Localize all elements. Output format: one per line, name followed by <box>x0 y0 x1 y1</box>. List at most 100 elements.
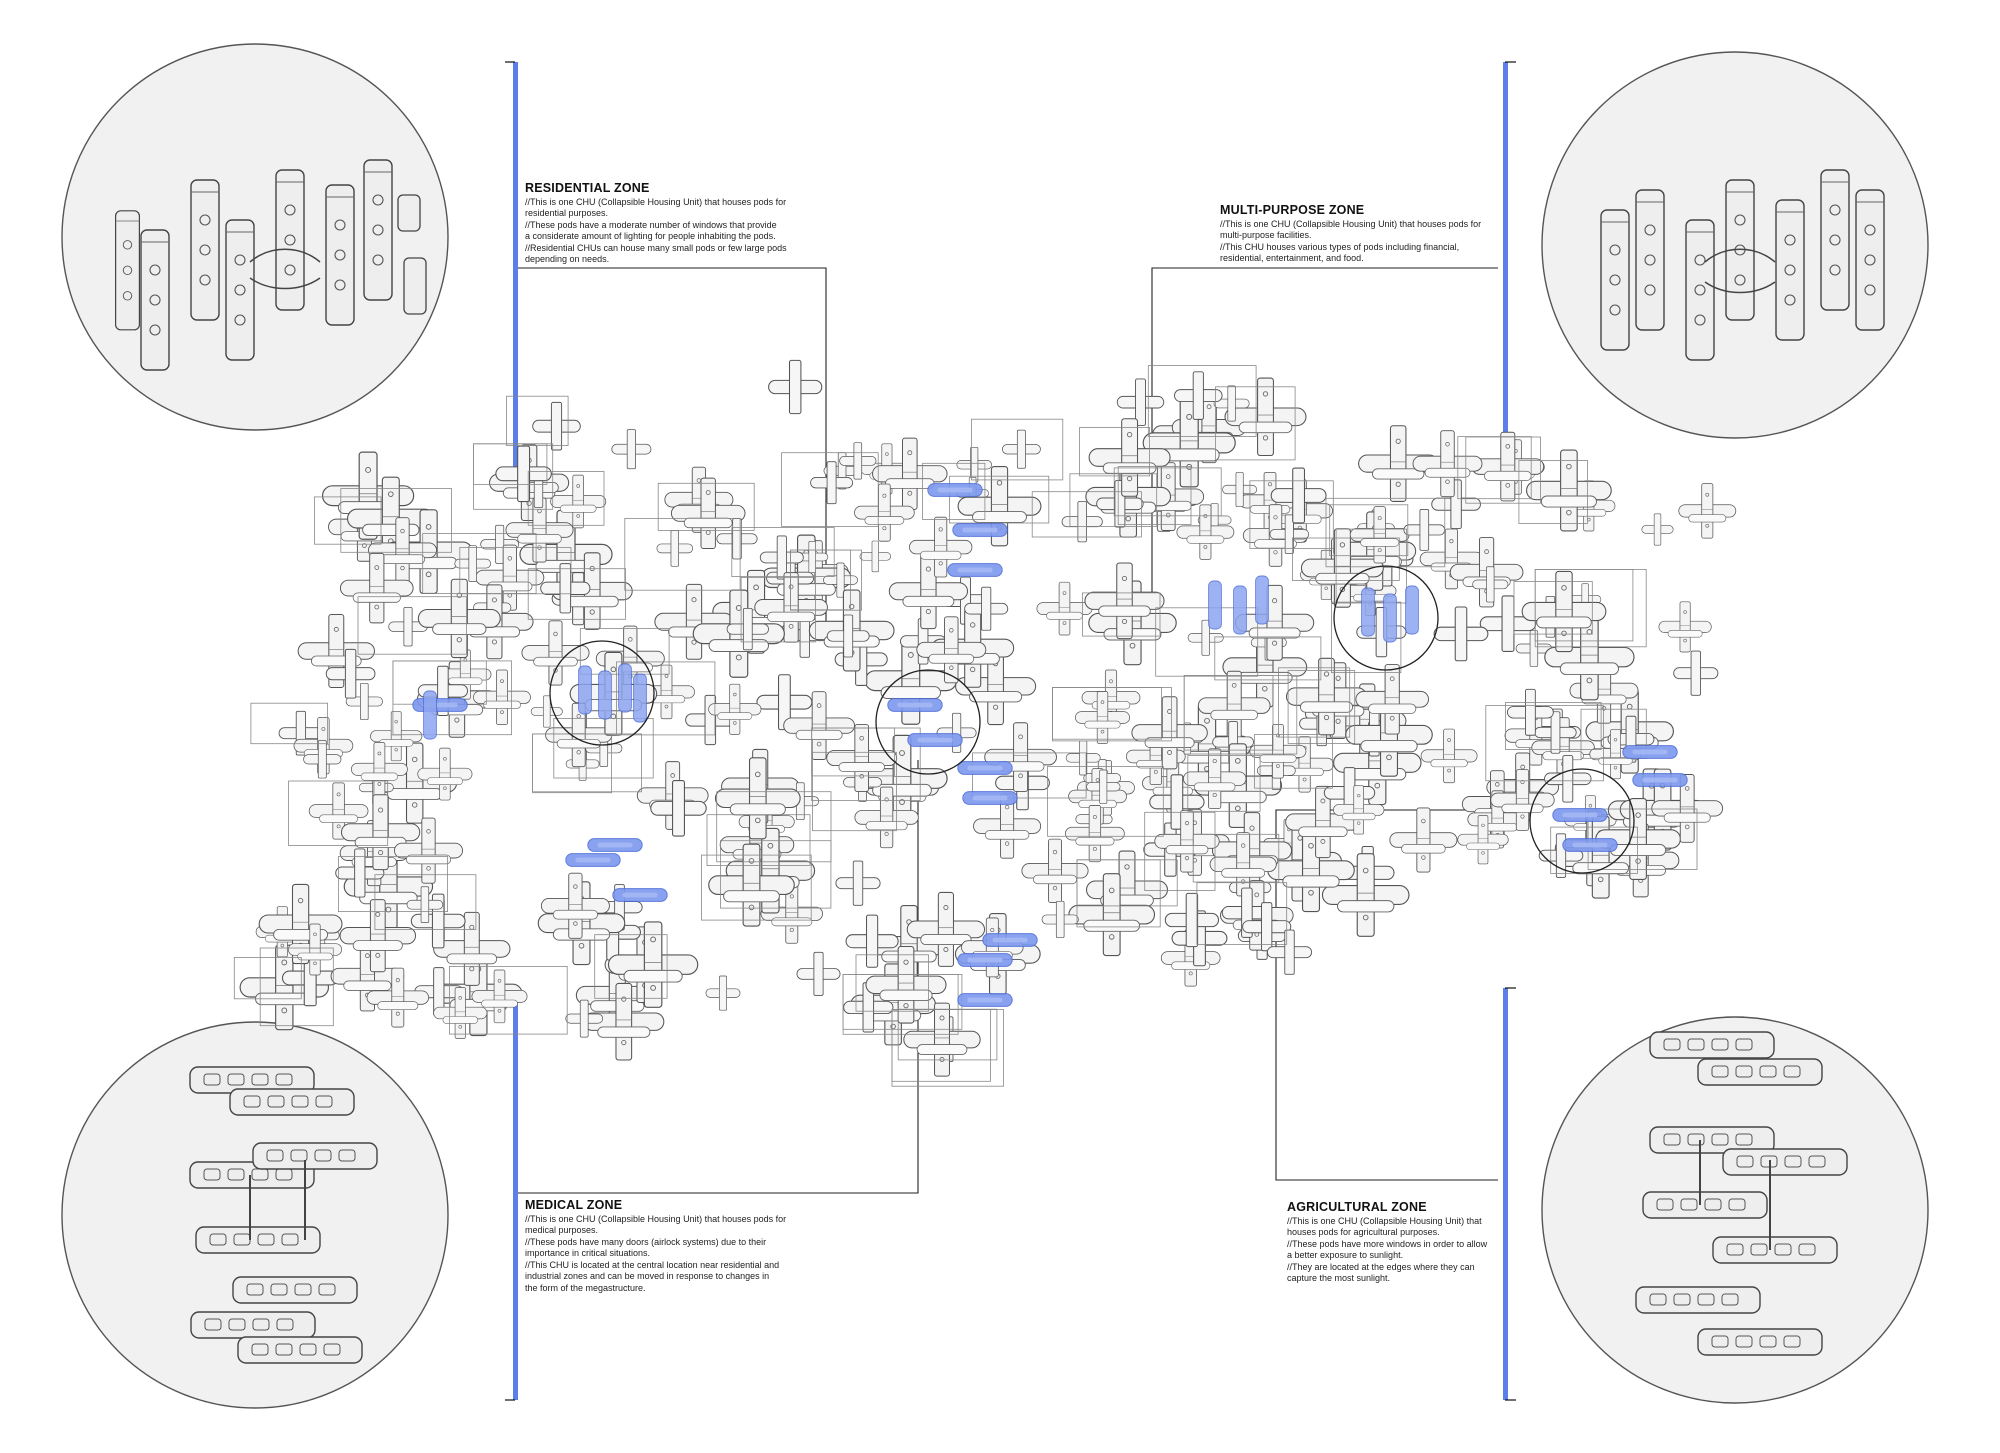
highlighted-pod <box>412 698 468 712</box>
structure-frame <box>422 533 537 594</box>
highlighted-pod <box>1405 585 1419 635</box>
structure-frame <box>616 661 716 736</box>
residential-line: residential purposes. <box>525 208 609 218</box>
structure-frame <box>1192 833 1280 883</box>
chu-node <box>685 694 736 746</box>
chu-node <box>768 359 823 415</box>
highlighted-pod <box>618 663 632 713</box>
zone-text-multipurpose: MULTI-PURPOSE ZONE //This is one CHU (Co… <box>1220 203 1540 265</box>
medical-line: //This CHU is located at the central loc… <box>525 1259 780 1270</box>
structure-frame <box>1329 504 1409 557</box>
structure-frame <box>449 966 568 1035</box>
structure-frame <box>1287 670 1356 744</box>
structure-highlight-circles <box>549 565 1635 874</box>
structure-frame <box>506 395 569 447</box>
multipurpose-pod-cluster <box>1600 169 1885 361</box>
agricultural-line: houses pods for agricultural purposes. <box>1287 1227 1440 1237</box>
chu-node <box>1036 581 1093 636</box>
agricultural-line: //These pods have more windows in order … <box>1287 1238 1488 1249</box>
structure-frame <box>1465 436 1541 504</box>
highlighted-pod <box>423 690 437 740</box>
structure-frame <box>972 752 1087 799</box>
agricultural-line: a better exposure to sunlight. <box>1287 1250 1404 1260</box>
multipurpose-line: //This CHU houses various types of pods … <box>1220 241 1460 252</box>
highlighted-pod <box>1361 587 1375 637</box>
chu-node <box>1061 501 1103 543</box>
agricultural-line: //They are located at the edges where th… <box>1287 1261 1475 1272</box>
structure-frame <box>374 874 477 930</box>
residential-zone-title: RESIDENTIAL ZONE <box>525 181 650 195</box>
residential-line: depending on needs. <box>525 254 610 264</box>
structure-frame <box>532 733 612 794</box>
highlighted-pod <box>1383 593 1397 643</box>
structure-frame <box>790 549 862 611</box>
chu-node <box>835 860 881 906</box>
multipurpose-zone-title: MULTI-PURPOSE ZONE <box>1220 203 1365 217</box>
highlighted-pod <box>982 933 1038 947</box>
structure-frame <box>1069 473 1158 527</box>
highlighted-pod <box>565 853 621 867</box>
structure-frame <box>1292 537 1400 581</box>
highlighted-pod <box>1233 585 1247 635</box>
chu-node <box>1673 650 1719 696</box>
highlighted-pod <box>612 888 668 902</box>
structure-frame <box>1580 708 1647 759</box>
structure-frame <box>1082 592 1161 637</box>
chu-node <box>656 530 694 567</box>
chu-node <box>1658 601 1712 653</box>
structure-frame <box>1187 755 1261 812</box>
chu-node <box>339 899 417 973</box>
structure-frame <box>1147 365 1257 437</box>
chu-node <box>1065 805 1125 863</box>
highlighted-pod <box>957 993 1013 1007</box>
structure-frame <box>1214 636 1322 681</box>
structure-frame <box>527 471 605 526</box>
structure-frame <box>1485 705 1604 782</box>
chu-node <box>1389 807 1458 873</box>
structure-frame <box>1196 882 1288 945</box>
chu-node <box>1431 479 1481 530</box>
structure-frame <box>1117 466 1192 526</box>
structure-frame <box>1505 702 1602 750</box>
structure-frame <box>594 934 668 999</box>
chu-node <box>1234 584 1315 661</box>
highlighted-pod <box>1552 808 1608 822</box>
structure-frame <box>922 462 986 520</box>
agricultural-line: //This is one CHU (Collapsible Housing U… <box>1287 1215 1482 1226</box>
highlighted-pod <box>1208 580 1222 630</box>
structure-frame <box>706 814 811 867</box>
agricultural-zone-title: AGRICULTURAL ZONE <box>1287 1200 1427 1214</box>
highlighted-pod <box>957 761 1013 775</box>
structure-frame <box>1076 859 1178 907</box>
residential-pod-cluster <box>115 159 427 371</box>
multipurpose-line: residential, entertainment, and food. <box>1220 253 1364 263</box>
chu-node <box>530 695 563 728</box>
highlighted-pod <box>962 791 1018 805</box>
zone-text-agricultural: AGRICULTURAL ZONE //This is one CHU (Col… <box>1287 1200 1517 1285</box>
highlighted-pod <box>587 838 643 852</box>
structure-frame <box>1278 667 1351 738</box>
highlighted-pod <box>578 665 592 715</box>
highlighted-pod <box>1255 575 1269 625</box>
structure-frame <box>624 518 741 591</box>
highlighted-pod <box>907 733 963 747</box>
chu-node <box>705 975 741 1011</box>
chu-node <box>796 951 841 996</box>
structure-frame <box>1457 436 1532 500</box>
residential-line: //Residential CHUs can house many small … <box>525 242 787 253</box>
chu-node <box>1224 377 1307 457</box>
structure-frame <box>1534 569 1647 648</box>
structure-frame <box>716 791 832 863</box>
detail-circle-medical <box>61 1021 449 1409</box>
medical-line: //These pods have many doors (airlock sy… <box>525 1236 767 1247</box>
chu-node <box>1433 606 1489 662</box>
medical-zone-title: MEDICAL ZONE <box>525 1198 623 1212</box>
highlighted-pod <box>957 953 1013 967</box>
highlighted-pod <box>1562 838 1618 852</box>
medical-line: //This is one CHU (Collapsible Housing U… <box>525 1213 787 1224</box>
structure-frame <box>1155 607 1259 677</box>
structure-frame <box>1254 734 1333 789</box>
structure-frame <box>720 840 832 909</box>
structure-frame <box>259 947 334 1027</box>
structure-frame <box>701 854 812 921</box>
